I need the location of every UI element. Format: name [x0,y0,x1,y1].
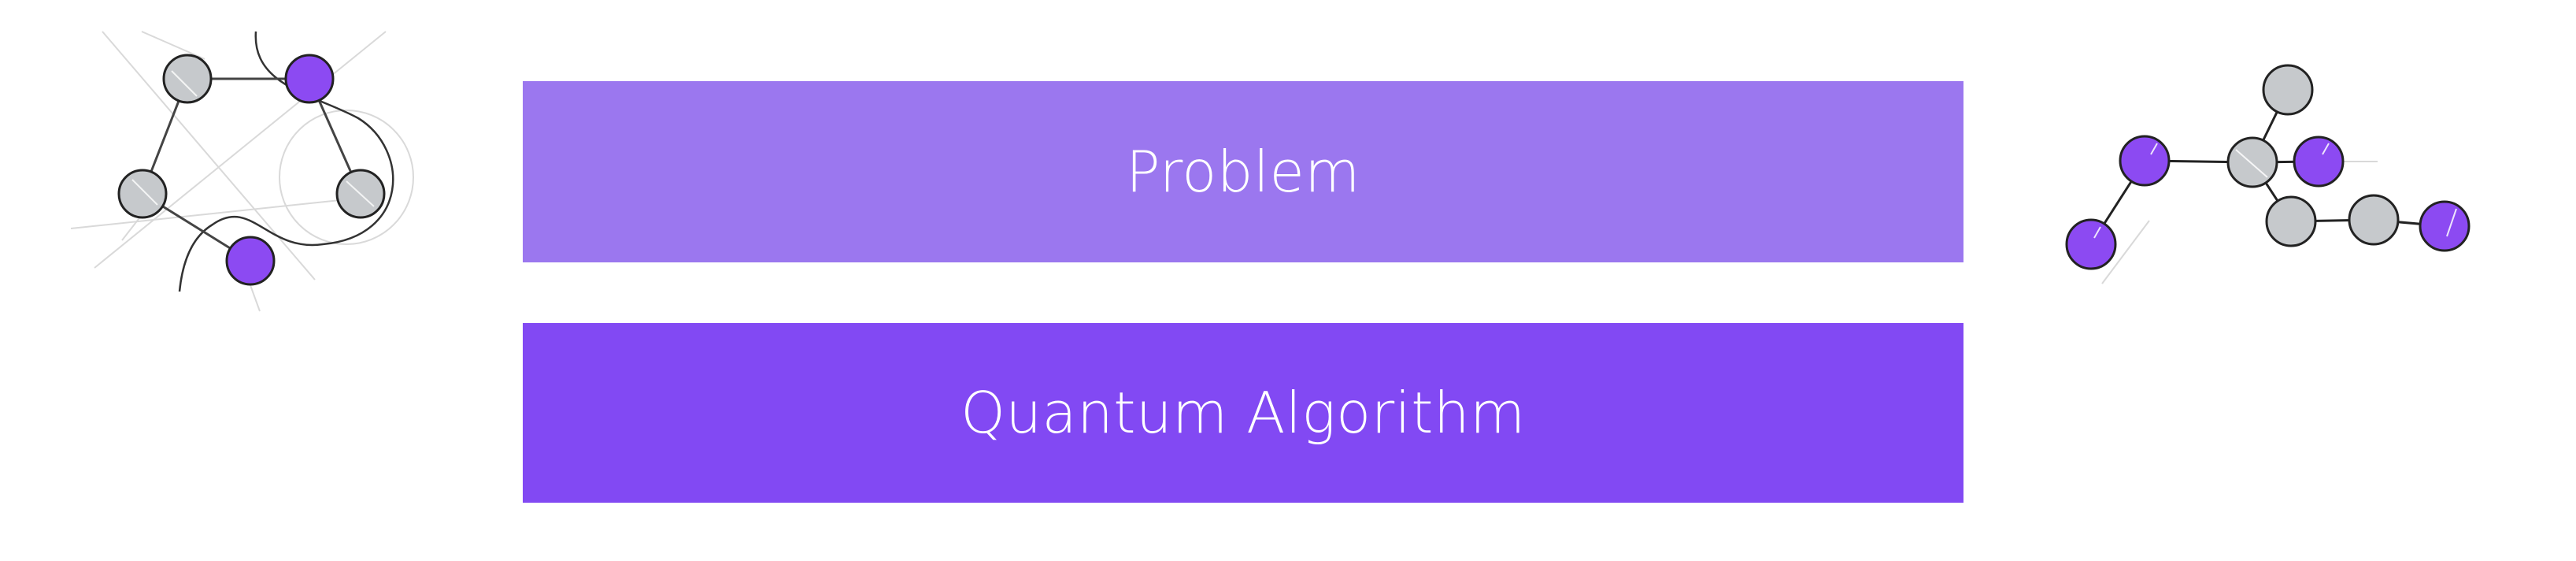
problem-label: Problem [1126,139,1360,205]
left-graph-illustration [70,31,414,312]
left-node-3 [117,169,168,219]
right-node-2 [2119,135,2171,187]
left-node-5 [225,236,276,286]
quantum-algorithm-label: Quantum Algorithm [960,380,1526,446]
left-node-2 [284,54,335,104]
right-node-6 [2265,195,2317,247]
left-guide-lines [70,31,414,312]
right-node-3 [2226,136,2278,188]
right-node-7 [2348,194,2400,246]
right-node-1 [2262,64,2314,116]
quantum-algorithm-block: Quantum Algorithm [523,323,1963,503]
problem-block: Problem [523,81,1963,262]
left-edges [141,77,362,262]
right-node-4 [2293,136,2345,188]
left-node-glints [131,70,375,207]
left-node-1 [162,54,213,104]
right-node-8 [2419,200,2471,252]
right-node-glints [2093,143,2457,239]
right-graph-illustration [2065,64,2471,284]
right-node-5 [2065,218,2117,270]
